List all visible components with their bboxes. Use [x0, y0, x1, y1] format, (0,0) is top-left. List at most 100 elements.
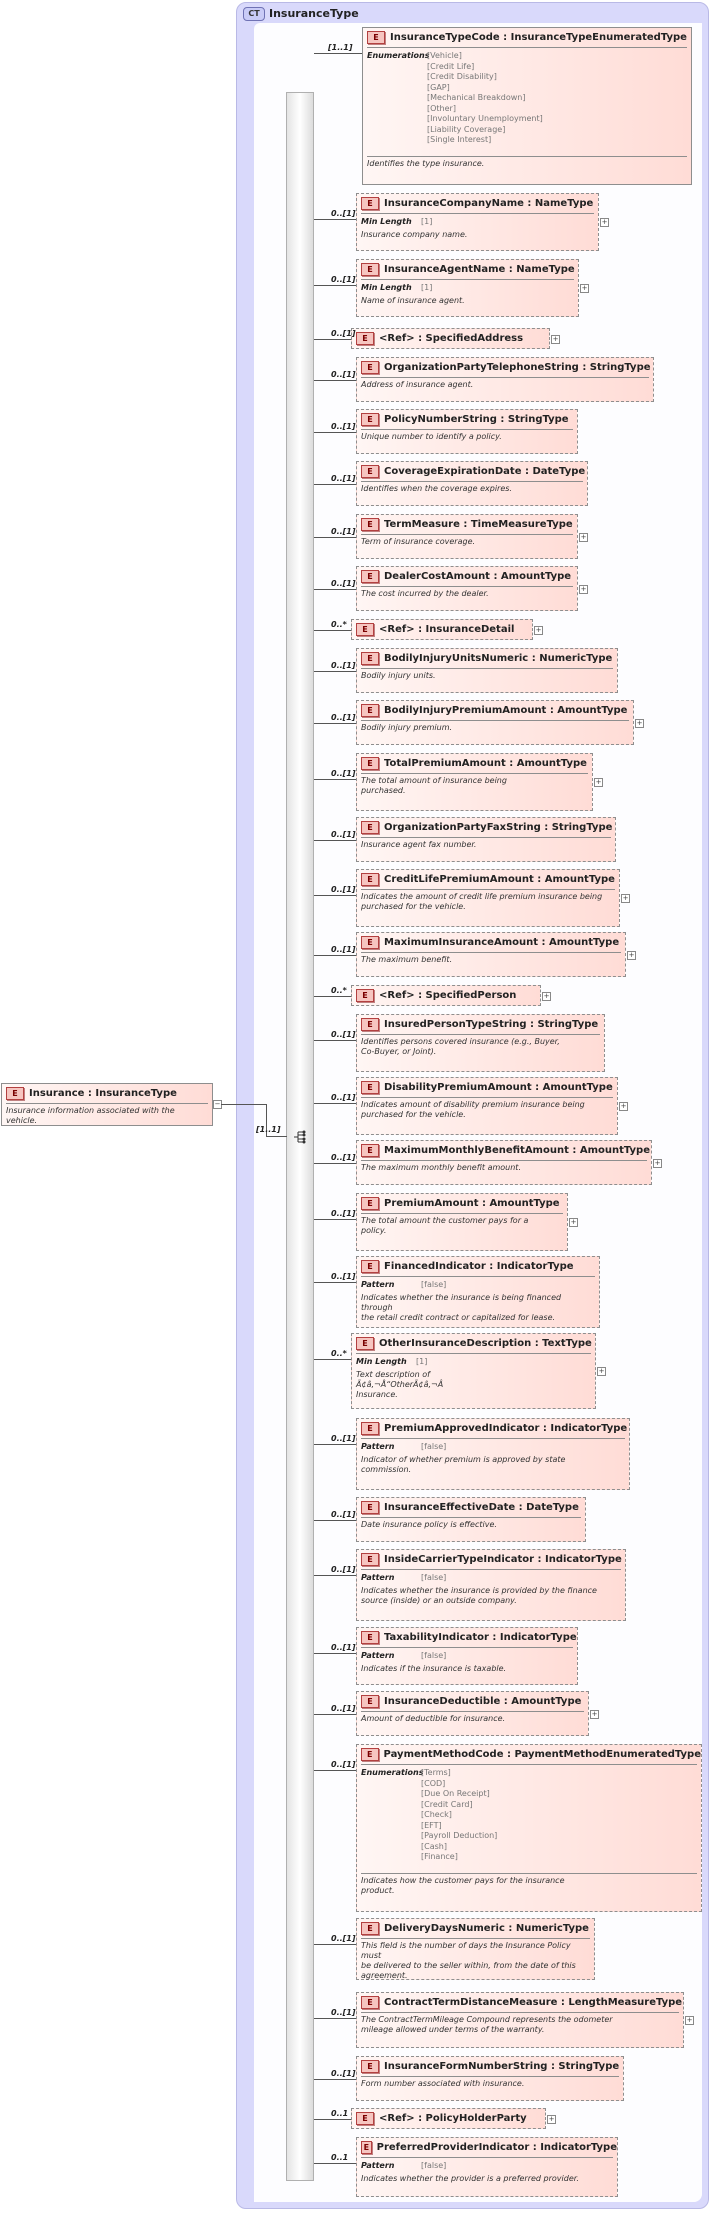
expand-icon[interactable]: + — [653, 1159, 662, 1168]
element-title: InsuranceDeductible : AmountType — [384, 1695, 582, 1707]
element-title: TermMeasure : TimeMeasureType — [384, 518, 573, 530]
element-doc: Form number associated with insurance. — [361, 2079, 525, 2088]
element-icon: E — [361, 569, 379, 583]
connector-line — [314, 1770, 356, 1771]
element-icon: E — [361, 1694, 379, 1708]
element-icon: E — [356, 988, 374, 1002]
expand-icon[interactable]: + — [619, 1102, 628, 1111]
element-ref[interactable]: E <Ref> : SpecifiedPerson — [351, 985, 541, 1006]
expand-icon[interactable]: + — [569, 1218, 578, 1227]
element-icon: E — [361, 1196, 379, 1210]
connector-line — [314, 1444, 356, 1445]
element-doc: The cost incurred by the dealer. — [361, 589, 489, 598]
element-ref[interactable]: E<Ref> : SpecifiedAddress — [351, 328, 550, 349]
expand-icon[interactable]: + — [685, 2016, 694, 2025]
element-title: PremiumAmount : AmountType — [384, 1197, 560, 1209]
expand-icon[interactable]: + — [594, 778, 603, 787]
divider — [361, 1438, 625, 1439]
element-icon: E — [361, 2059, 379, 2073]
divider — [361, 1711, 584, 1712]
element-doc: Address of insurance agent. — [361, 380, 474, 389]
element-title: OrganizationPartyFaxString : StringType — [384, 821, 613, 833]
occurrence-label: 0..[1] — [331, 370, 356, 379]
element-doc: Date insurance policy is effective. — [361, 1520, 497, 1529]
element-title: TaxabilityIndicator : IndicatorType — [384, 1631, 577, 1643]
element-ref[interactable]: E<Ref> : InsuranceDetail — [351, 619, 533, 640]
facet-value: [false] — [421, 1651, 447, 1660]
expand-icon[interactable]: + — [579, 585, 588, 594]
root-element-insurance[interactable]: E Insurance : InsuranceType Insurance in… — [1, 1083, 213, 1126]
divider — [361, 1034, 600, 1035]
expand-icon[interactable]: + — [590, 1710, 599, 1719]
expand-icon[interactable]: + — [627, 951, 636, 960]
element-header: E <Ref> : SpecifiedPerson — [352, 986, 540, 1004]
expand-icon[interactable]: + — [600, 218, 609, 227]
divider — [361, 1097, 613, 1098]
expand-icon[interactable]: + — [635, 719, 644, 728]
element-ref[interactable]: E<Ref> : PolicyHolderParty — [351, 2108, 546, 2129]
expand-icon[interactable]: + — [597, 1367, 606, 1376]
element-icon: E — [361, 756, 379, 770]
expand-icon[interactable]: + — [534, 626, 543, 635]
expand-icon[interactable]: + — [621, 894, 630, 903]
expand-icon[interactable]: + — [551, 335, 560, 344]
element-doc: Name of insurance agent. — [361, 295, 465, 305]
element-header: E TotalPremiumAmount : AmountType — [357, 754, 592, 772]
element-title: <Ref> : SpecifiedPerson — [379, 989, 517, 1001]
occurrence-label: 0..[1] — [331, 1760, 356, 1769]
element-doc: The total amount the customer pays for a… — [361, 1216, 529, 1235]
occurrence-label: 0..1 — [331, 2153, 349, 2162]
element-title: TotalPremiumAmount : AmountType — [384, 757, 587, 769]
occurrence-label: 0..[1] — [331, 1093, 356, 1102]
element-title: InsuranceTypeCode : InsuranceTypeEnumera… — [390, 31, 687, 43]
occurrence-label: 0..[1] — [331, 527, 356, 536]
element-doc: The maximum benefit. — [361, 955, 453, 964]
occurrence-label: 0..* — [331, 620, 347, 629]
divider — [361, 2157, 613, 2158]
expand-icon[interactable]: + — [579, 533, 588, 542]
element-title: InsideCarrierTypeIndicator : IndicatorTy… — [384, 1553, 622, 1565]
element-title: <Ref> : SpecifiedAddress — [379, 332, 524, 344]
divider — [361, 377, 649, 378]
element-doc: Bodily injury units. — [361, 671, 436, 680]
expand-icon[interactable]: + — [542, 992, 551, 1001]
facet-row: Pattern[false] — [357, 1277, 599, 1291]
expand-icon[interactable]: + — [547, 2115, 556, 2124]
expand-icon[interactable]: + — [580, 284, 589, 293]
